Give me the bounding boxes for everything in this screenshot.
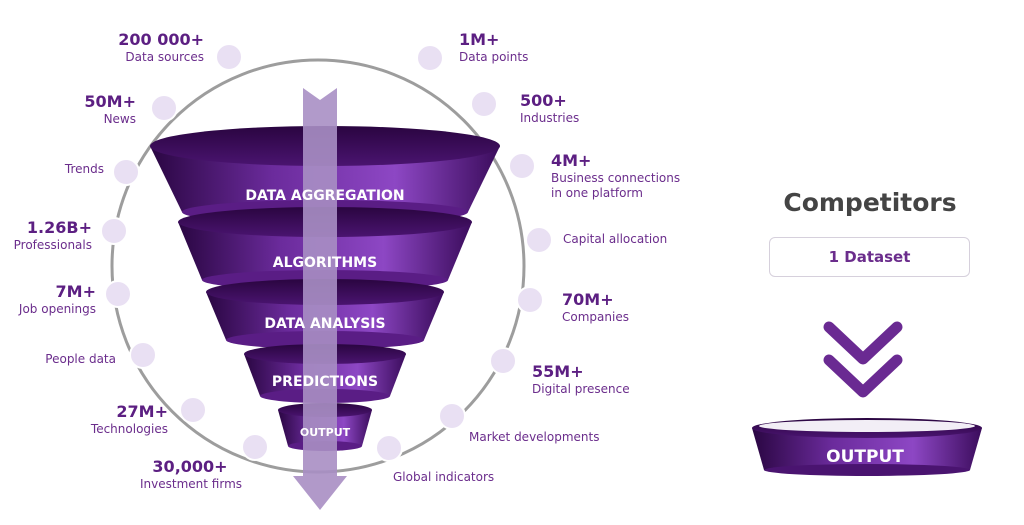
funnel-label-output: OUTPUT: [300, 426, 351, 439]
ring-node-data-sources: [215, 43, 243, 71]
ring-node-job-openings: [104, 280, 132, 308]
source-job-openings: 7M+ Job openings: [18, 282, 96, 316]
competitors-dataset-label: 1 Dataset: [828, 248, 911, 266]
source-data-sources: 200 000+ Data sources: [118, 30, 204, 64]
funnel-label-analysis: DATA ANALYSIS: [264, 316, 385, 332]
funnel-label-aggregation: DATA AGGREGATION: [245, 188, 404, 204]
source-data-points: 1M+ Data points: [459, 30, 529, 64]
source-industries: 500+ Industries: [520, 91, 580, 125]
competitors-title: Competitors: [783, 188, 957, 217]
source-business-connections: 4M+ Business connections in one platform: [551, 151, 681, 200]
ring-node-digital-presence: [489, 347, 517, 375]
source-people-data: People data: [45, 352, 116, 366]
ring-node-global-indicators: [375, 434, 403, 462]
ring-node-companies: [516, 286, 544, 314]
ring-node-professionals: [100, 217, 128, 245]
competitors-output-disc: [752, 418, 982, 476]
double-chevron-icon: [823, 321, 903, 398]
source-digital-presence: 55M+ Digital presence: [532, 362, 630, 396]
ring-node-capital-allocation: [525, 226, 553, 254]
funnel-label-predictions: PREDICTIONS: [272, 374, 378, 390]
funnel-label-algorithms: ALGORITHMS: [273, 255, 377, 271]
ring-node-technologies: [179, 396, 207, 424]
ring-node-people-data: [129, 341, 157, 369]
source-capital-allocation: Capital allocation: [563, 232, 668, 246]
source-news: 50M+ News: [84, 92, 136, 126]
competitors-dataset-box: 1 Dataset: [769, 237, 970, 277]
source-global-indicators: Global indicators: [393, 470, 495, 484]
ring-node-data-points: [416, 44, 444, 72]
source-technologies: 27M+ Technologies: [90, 402, 168, 436]
source-professionals: 1.26B+ Professionals: [13, 218, 92, 252]
competitors-output-label: OUTPUT: [826, 447, 904, 467]
source-trends: Trends: [64, 162, 104, 176]
ring-node-news: [150, 94, 178, 122]
source-market-developments: Market developments: [469, 430, 600, 444]
ring-node-investment-firms: [241, 433, 269, 461]
ring-nodes: [100, 43, 553, 462]
source-investment-firms: 30,000+ Investment firms: [140, 457, 243, 491]
central-arrow: [293, 88, 347, 510]
ring-node-industries: [470, 90, 498, 118]
ring-node-trends: [112, 158, 140, 186]
ring-node-business-connections: [508, 152, 536, 180]
ring-node-market-developments: [438, 402, 466, 430]
source-companies: 70M+ Companies: [562, 290, 629, 324]
